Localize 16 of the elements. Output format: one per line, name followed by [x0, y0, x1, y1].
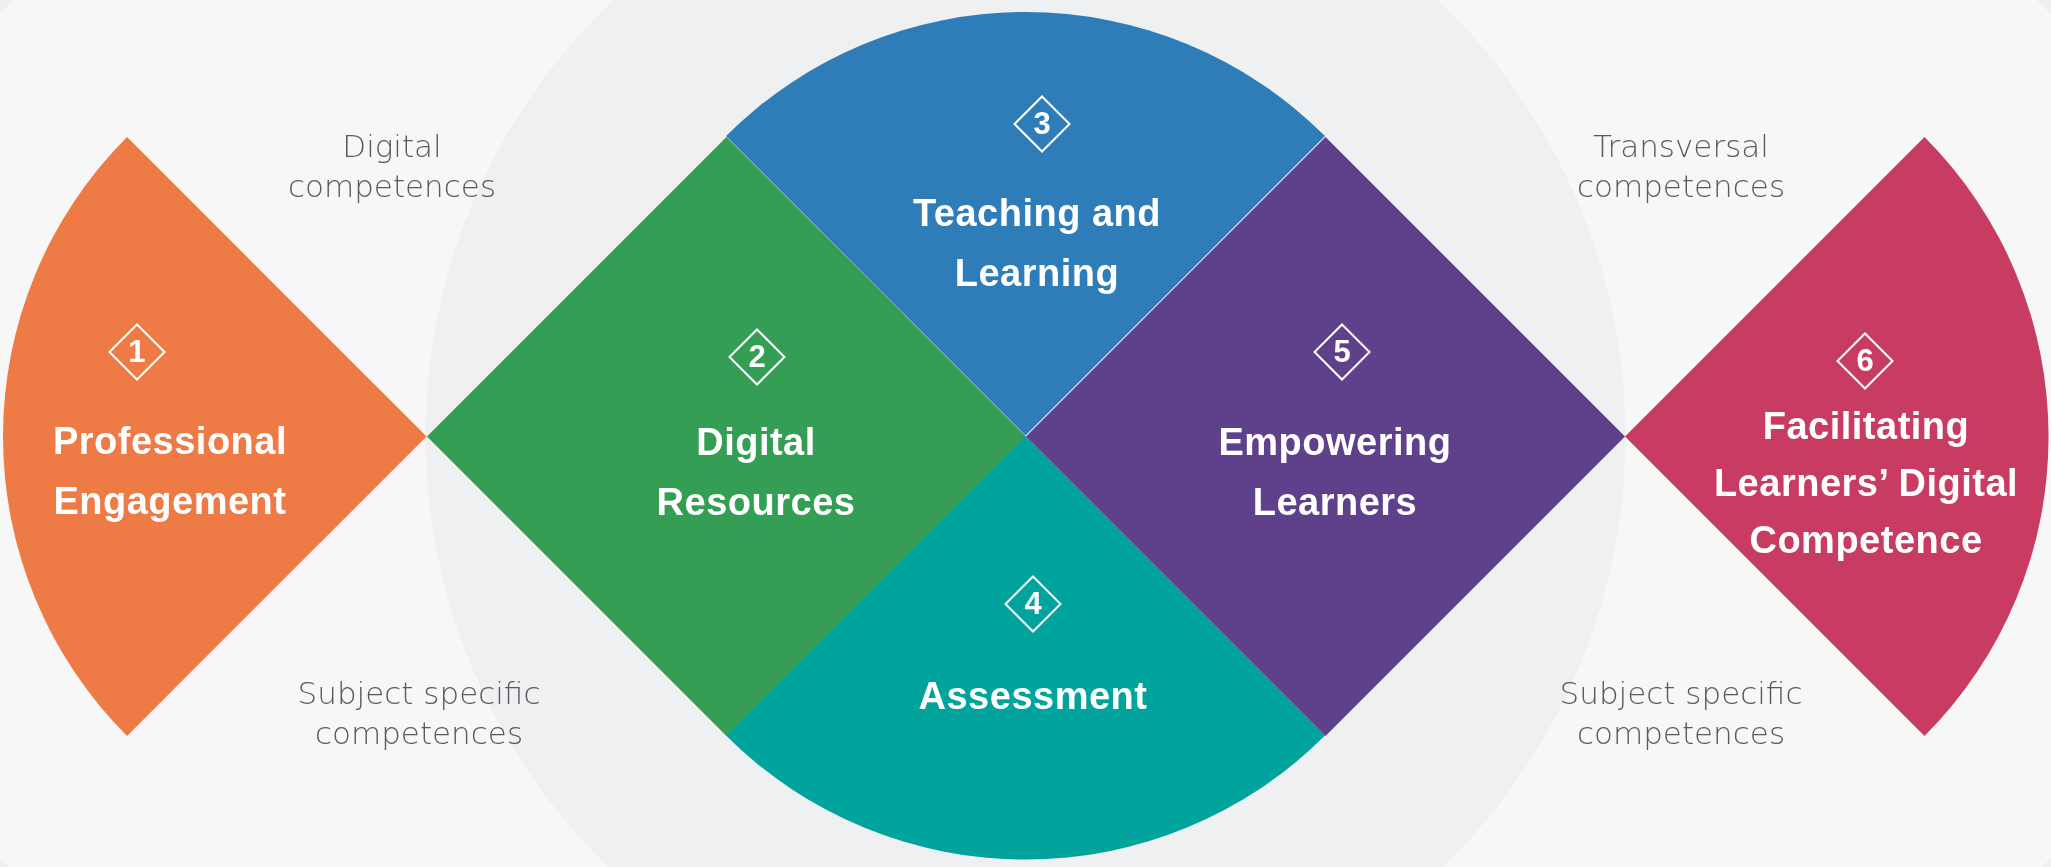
- number-badge: 1: [108, 323, 166, 381]
- number-badge: 6: [1836, 332, 1894, 390]
- competence-note: Subject specific competences: [1558, 674, 1804, 753]
- competence-note: Transversal competences: [1575, 127, 1787, 206]
- number-badge: 4: [1004, 575, 1062, 633]
- area-title: Digital Resources: [655, 420, 857, 525]
- number-badge: 2: [728, 328, 786, 386]
- area-title: Teaching and Learning: [911, 191, 1163, 296]
- number-badge: 3: [1013, 95, 1071, 153]
- area-title: Empowering Learners: [1217, 420, 1453, 525]
- competence-note: Subject specific competences: [296, 674, 542, 753]
- area-title: Professional Engagement: [51, 419, 288, 524]
- number-badge: 5: [1313, 323, 1371, 381]
- area-title: Assessment: [917, 674, 1149, 719]
- area-title: Facilitating Learners’ Digital Competence: [1712, 404, 2020, 563]
- competence-note: Digital competences: [286, 127, 498, 206]
